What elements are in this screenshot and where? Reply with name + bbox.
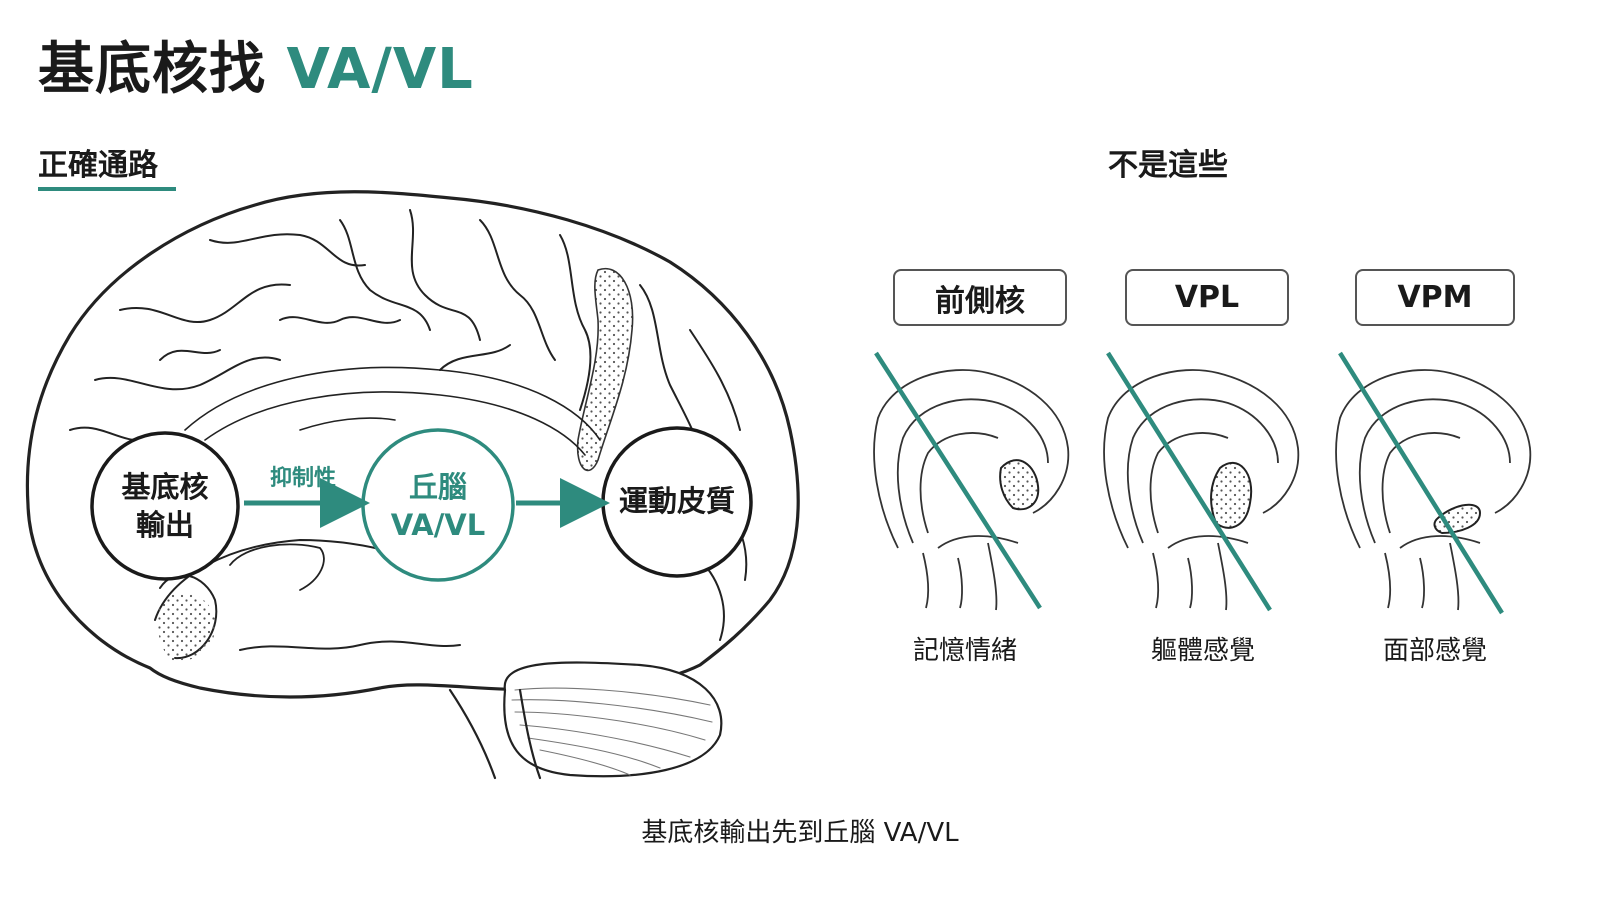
node-line: 運動皮質 bbox=[603, 482, 751, 520]
option-name: 前側核 bbox=[935, 276, 1025, 320]
node-line: 基底核 bbox=[95, 468, 235, 506]
thalamus-sketch-vpm bbox=[1336, 353, 1530, 613]
caption-vpl: 軀體感覺 bbox=[1103, 630, 1303, 667]
node-line: VA/VL bbox=[363, 506, 513, 544]
node-line: 輸出 bbox=[95, 506, 235, 544]
caption-anterior: 記憶情緒 bbox=[865, 630, 1065, 667]
node-line: 丘腦 bbox=[363, 468, 513, 506]
option-box-anterior: 前側核 bbox=[893, 269, 1067, 326]
motor-cortex-label: 運動皮質 bbox=[603, 482, 751, 520]
option-box-vpm: VPM bbox=[1355, 269, 1515, 326]
inhibitory-label: 抑制性 bbox=[270, 460, 336, 492]
thalamus-sketch-anterior bbox=[874, 353, 1068, 610]
strike-line-vpm bbox=[1340, 353, 1502, 613]
basal-ganglia-label: 基底核 輸出 bbox=[95, 468, 235, 544]
option-box-vpl: VPL bbox=[1125, 269, 1289, 326]
footer-summary: 基底核輸出先到丘腦 VA/VL bbox=[0, 812, 1600, 849]
thalamus-sketch-vpl bbox=[1104, 353, 1298, 610]
option-name: VPM bbox=[1397, 280, 1472, 315]
cerebellum bbox=[504, 663, 721, 777]
vpl-nucleus-highlight bbox=[1211, 463, 1251, 528]
option-name: VPL bbox=[1175, 280, 1239, 315]
anterior-nucleus-highlight bbox=[1000, 460, 1038, 509]
caption-vpm: 面部感覺 bbox=[1335, 630, 1535, 667]
thalamus-label: 丘腦 VA/VL bbox=[363, 468, 513, 544]
